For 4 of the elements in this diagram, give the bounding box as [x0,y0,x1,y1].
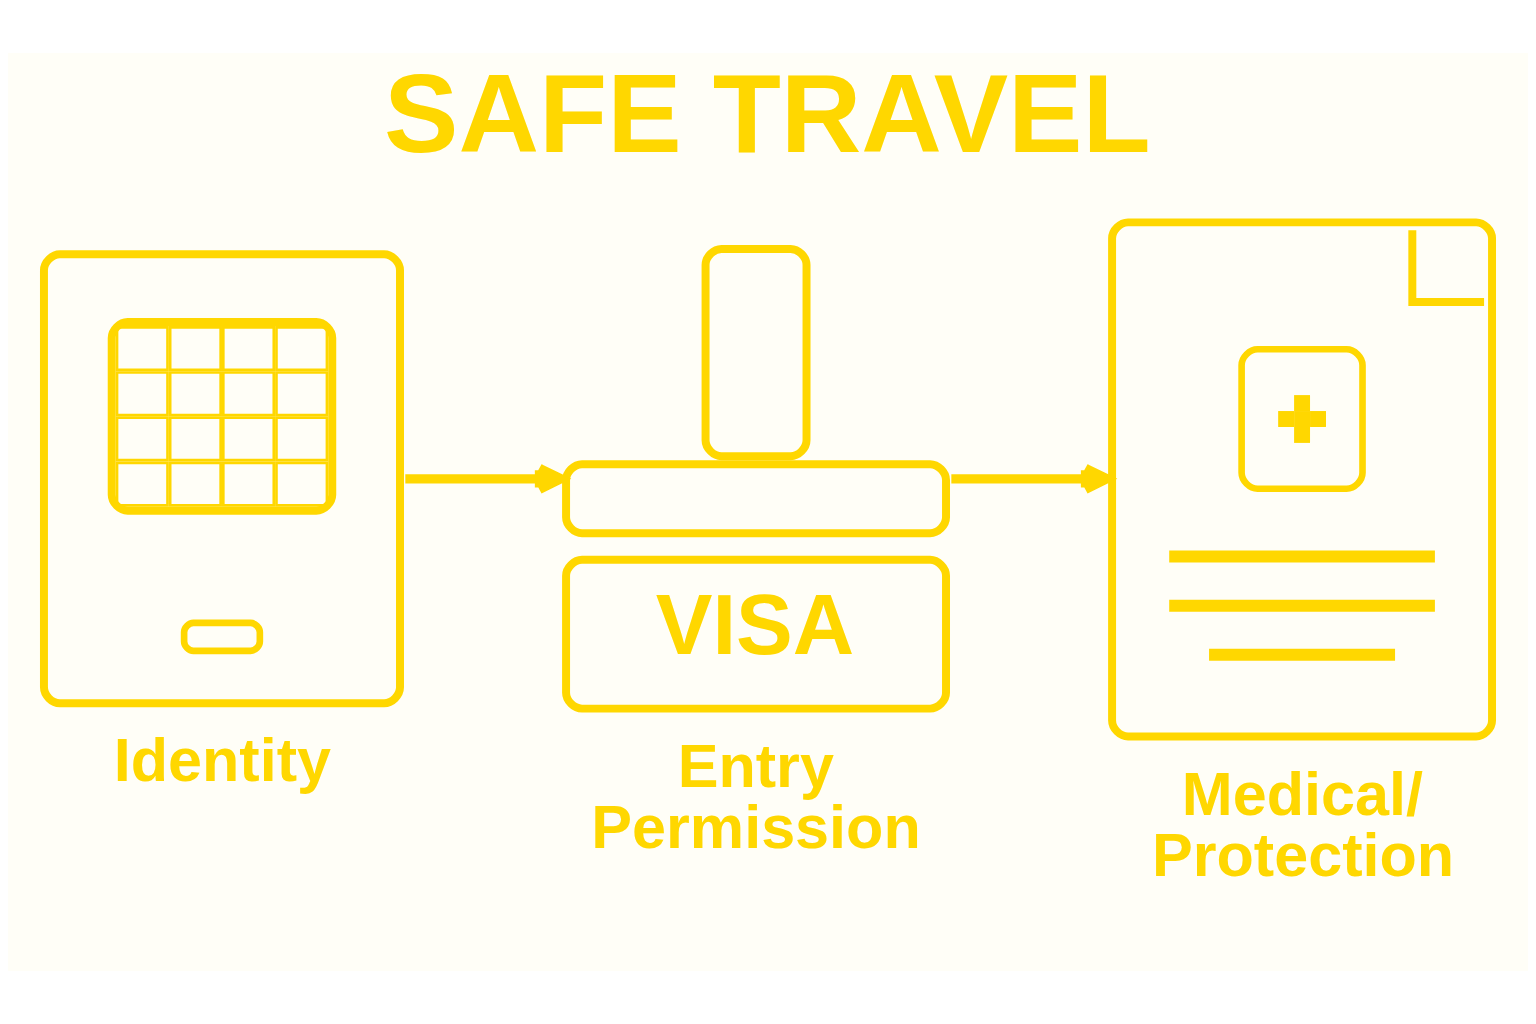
node-label: Entry Permission [591,731,921,861]
node-label: Identity [113,726,332,795]
diagram-title: SAFE TRAVEL [384,50,1151,176]
node-label: Medical/ Protection [1151,759,1455,889]
